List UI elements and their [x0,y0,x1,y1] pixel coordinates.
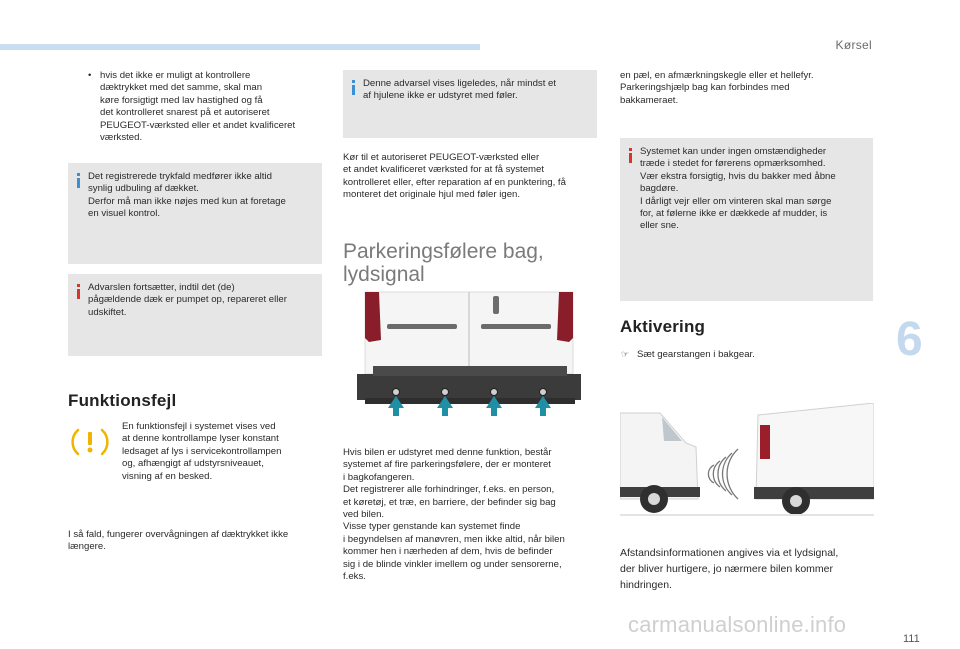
header-accent-bar [0,44,480,50]
warning-box-inflate: Advarslen fortsætter, indtil det (de) på… [68,274,322,356]
repair-text: Kør til et autoriseret PEUGEOT-værksted … [343,152,566,201]
info-box-text: Det registrerede trykfald medfører ikke … [88,171,286,220]
parking-description: Hvis bilen er udstyret med denne funktio… [343,447,565,583]
warning-lamp-icon [70,424,110,460]
warning-box-attention: Systemet kan under ingen omstændigheder … [620,138,873,301]
warning-box-text: Systemet kan under ingen omstændigheder … [640,146,836,232]
warning-box-text: Advarslen fortsætter, indtil det (de) på… [88,282,287,318]
fault-text: En funktionsfejl i systemet vises ved at… [122,421,282,482]
activation-step: Sæt gearstangen i bakgear. [637,349,755,360]
info-icon [352,80,355,95]
distance-info-text: Afstandsinformationen angives via et lyd… [620,547,839,591]
funktionsfejl-heading: Funktionsfejl [68,391,177,410]
info-icon [77,173,80,188]
bullet-text: hvis det ikke er muligt at kontrollere d… [100,70,296,144]
warning-icon [77,284,80,299]
page-number: 111 [903,633,920,645]
chapter-number: 6 [896,313,923,366]
info-box-sensor: Denne advarsel vises ligeledes, når mind… [343,70,597,138]
bullet-dot: • [88,70,92,81]
parking-sensors-heading: Parkeringsfølere bag, lydsignal [343,240,544,286]
rear-bumper-illustration [343,288,597,418]
section-title-header: Kørsel [835,38,872,52]
info-box-pressure: Det registrerede trykfald medfører ikke … [68,163,322,264]
column3-top-text: en pæl, en afmærkningskegle eller et hel… [620,70,814,106]
van-reversing-illustration [619,402,875,521]
fault-footer-text: I så fald, fungerer overvågningen af dæk… [68,529,289,553]
aktivering-heading: Aktivering [620,317,706,336]
arrow-right-icon: ☞ [621,349,630,359]
watermark: carmanualsonline.info [628,612,847,637]
warning-icon [629,148,632,163]
info-box-text: Denne advarsel vises ligeledes, når mind… [363,78,557,102]
